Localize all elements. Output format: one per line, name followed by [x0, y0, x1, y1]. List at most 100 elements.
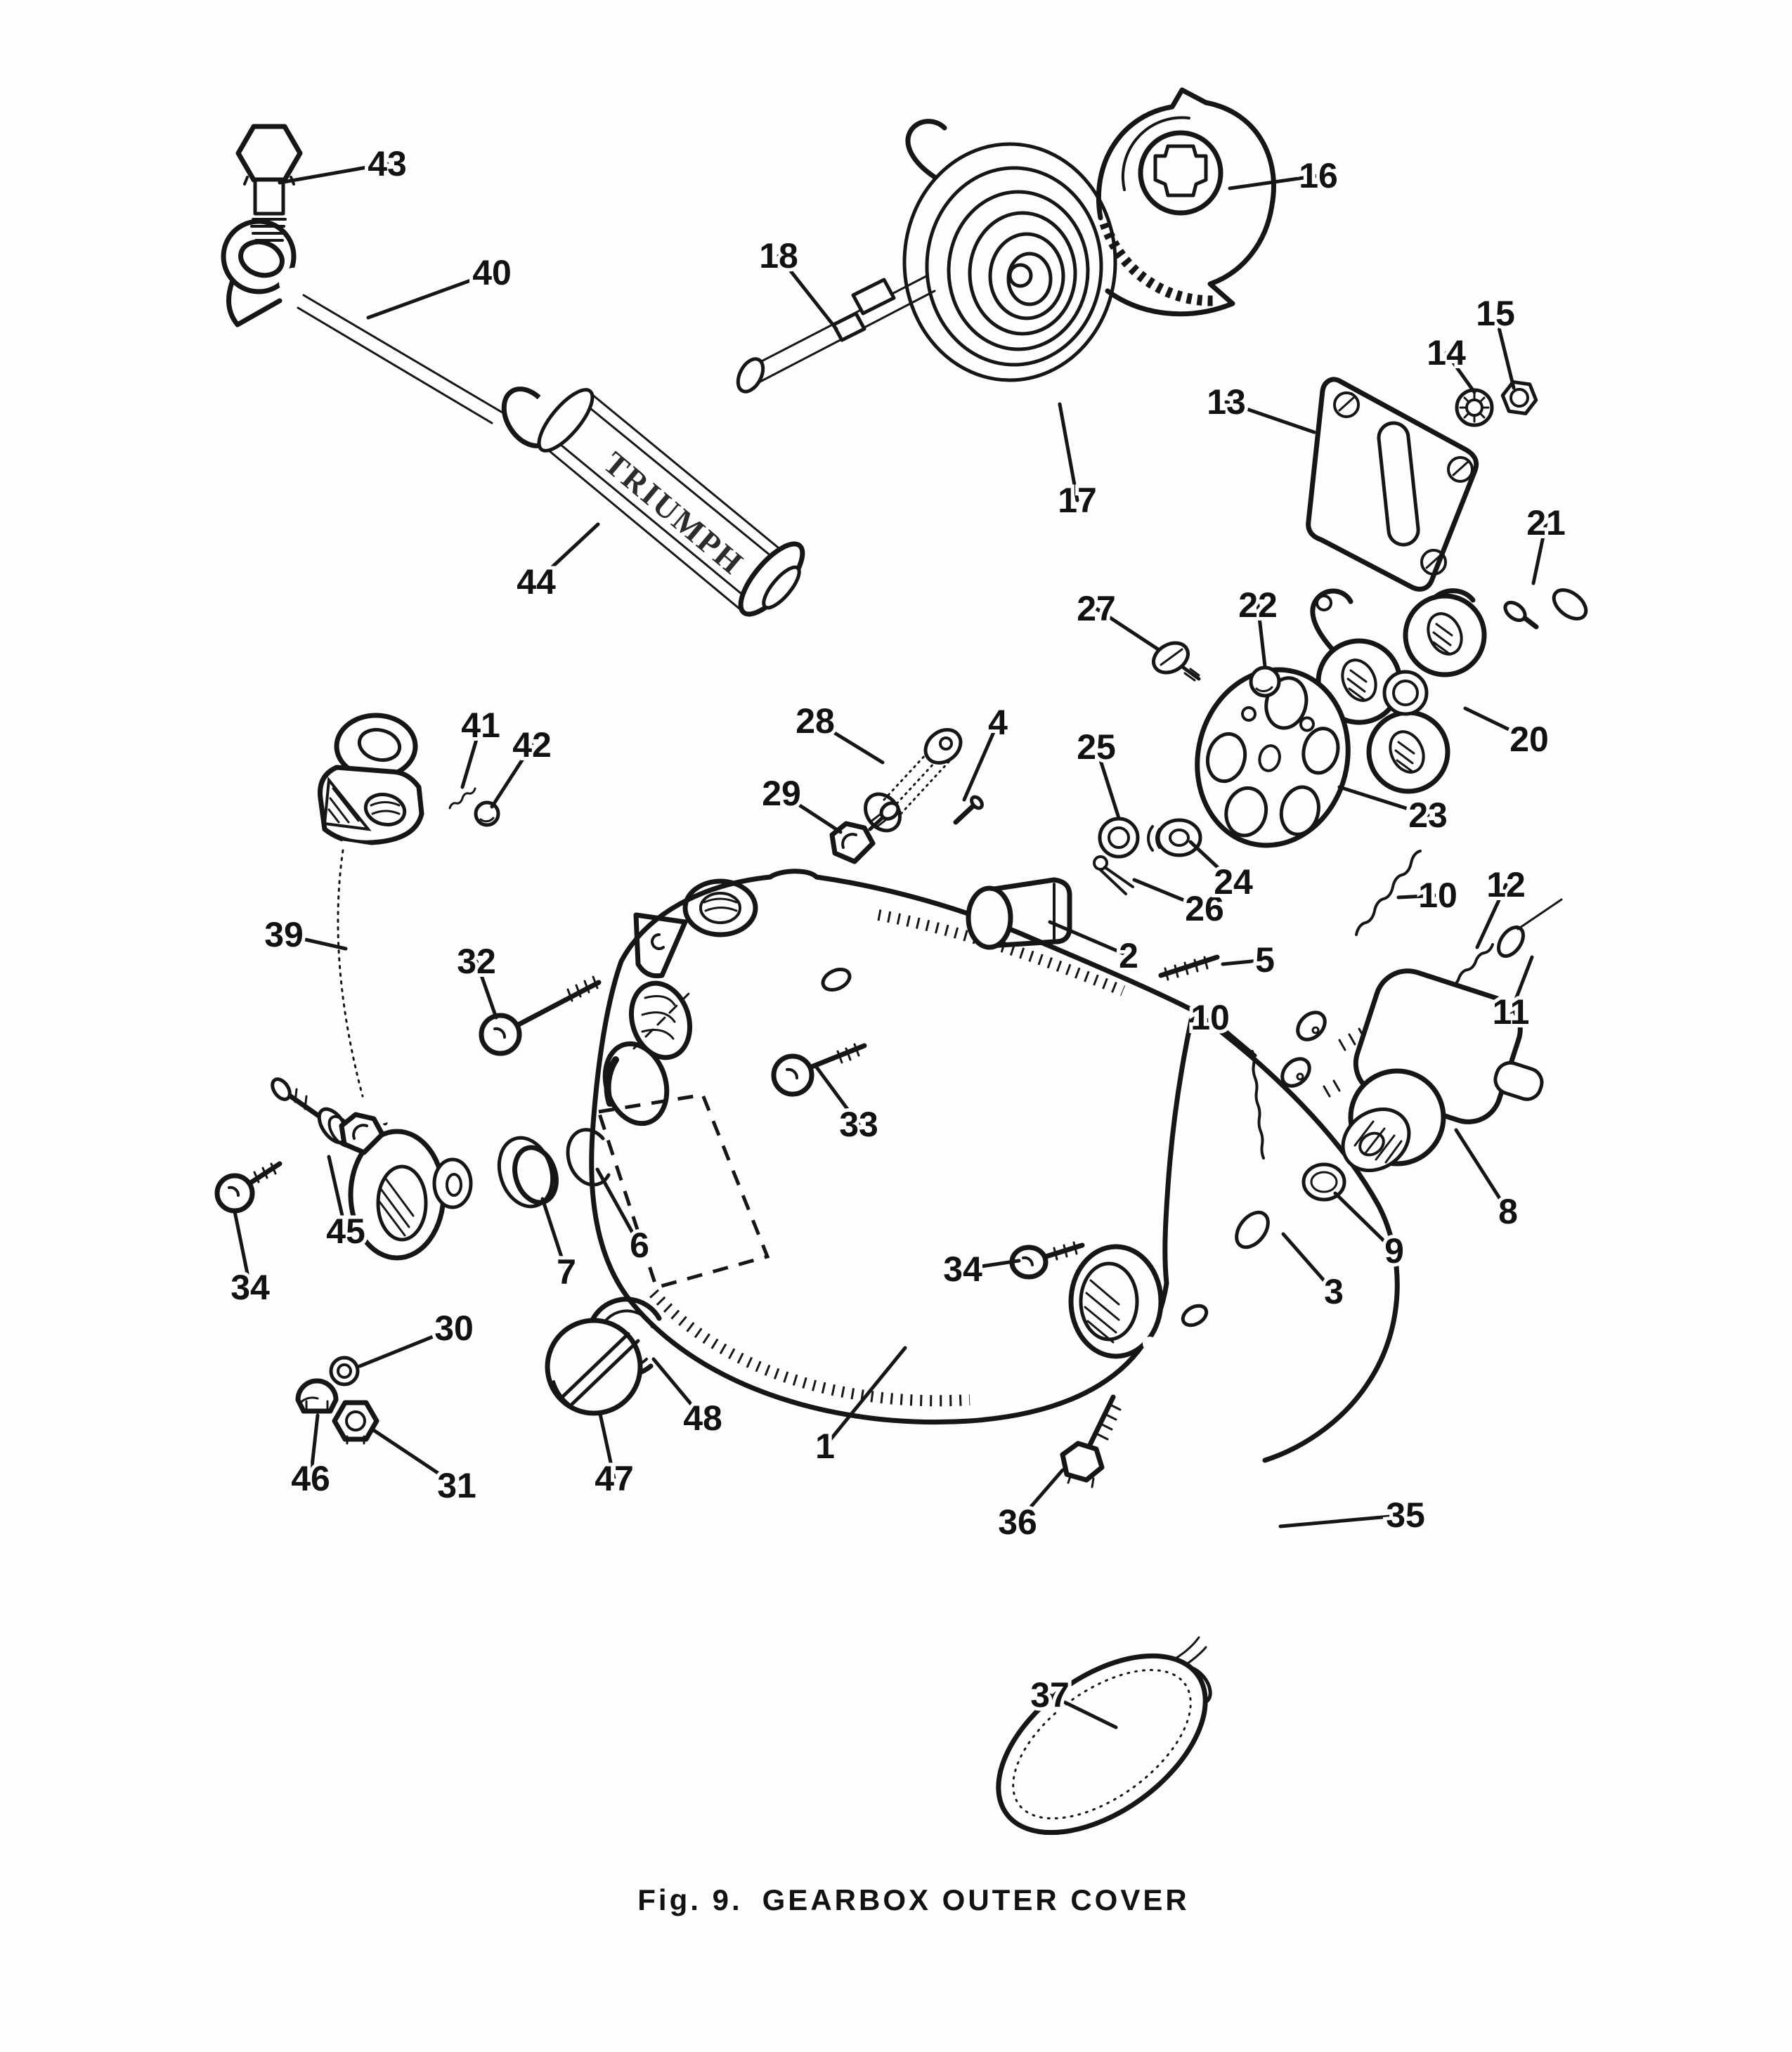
- leader-line-14: [1444, 351, 1476, 394]
- callout-12: 12: [1486, 865, 1526, 904]
- callout-22: 22: [1238, 585, 1278, 625]
- part-9-oring: [1301, 1162, 1346, 1202]
- leader-line-23: [1337, 785, 1430, 817]
- callout-11: 11: [1493, 992, 1530, 1032]
- callout-7: 7: [557, 1252, 576, 1292]
- callout-34: 34: [943, 1249, 982, 1289]
- part-20-trefoil-plate: [1310, 588, 1487, 794]
- callout-42: 42: [512, 725, 552, 765]
- part-26-split-pin: [1093, 855, 1134, 895]
- leader-line-21: [1531, 521, 1548, 585]
- leader-line-44: [534, 522, 600, 584]
- trefoil-holes: [1341, 612, 1463, 774]
- callout-16: 16: [1299, 156, 1338, 195]
- part-32-screw: [479, 975, 602, 1056]
- part-30-washer: [329, 1356, 360, 1387]
- part-46-acorn-nut: [295, 1378, 339, 1414]
- callout-10: 10: [1418, 876, 1457, 915]
- part-31-nut: [332, 1400, 379, 1445]
- leader-line-32: [474, 959, 498, 1020]
- leader-line-9: [1333, 1191, 1396, 1253]
- leader-line-17: [1058, 402, 1079, 502]
- part-10-spring-upper: [1355, 850, 1422, 936]
- part-21-pivot-bolt: [1503, 567, 1588, 630]
- leader-line-10: [1396, 893, 1440, 900]
- part-22-ball: [1249, 665, 1281, 698]
- part-2-bushing: [966, 877, 1072, 950]
- cover-bottom-hatching: [649, 1289, 970, 1407]
- callout-17: 17: [1058, 481, 1097, 520]
- leader-line-40: [366, 271, 494, 320]
- leader-line-15: [1493, 311, 1516, 390]
- leader-line-13: [1224, 400, 1316, 434]
- callout-35: 35: [1386, 1495, 1425, 1535]
- leader-line-12: [1475, 883, 1508, 949]
- callout-5: 5: [1255, 940, 1275, 980]
- callout-10: 10: [1190, 998, 1230, 1037]
- part-6-circlip: [566, 1128, 611, 1187]
- leader-line-30: [358, 1326, 456, 1368]
- callout-14: 14: [1427, 333, 1466, 372]
- part-43-bolt: [235, 124, 303, 242]
- part-14-washer: [1455, 388, 1494, 427]
- part-17-return-spring: [902, 119, 1117, 382]
- cover-hidden-outline: [596, 1093, 770, 1290]
- leader-line-48: [651, 1357, 705, 1420]
- part-35-kickstart-lever: [1068, 1244, 1266, 1706]
- leader-line-1: [823, 1346, 907, 1448]
- leader-line-27: [1094, 606, 1160, 651]
- part-39-gear-lever: [317, 713, 473, 1261]
- cover-threaded-bore: [628, 980, 693, 1060]
- part-44-grip: TRIUMPH: [531, 385, 805, 618]
- part-37-pedal-rubber: [996, 1653, 1208, 1836]
- callout-29: 29: [762, 774, 801, 813]
- callout-21: 21: [1526, 503, 1566, 543]
- callout-9: 9: [1384, 1231, 1404, 1271]
- callout-41: 41: [461, 706, 500, 745]
- part-4-pin: [953, 795, 984, 825]
- callout-40: 40: [472, 253, 512, 292]
- part-3-bushing: [1235, 1185, 1306, 1249]
- leader-line-8: [1454, 1128, 1510, 1214]
- leader-line-26: [1132, 878, 1207, 911]
- callout-3: 3: [1324, 1272, 1344, 1311]
- callout-36: 36: [998, 1502, 1037, 1542]
- callout-34: 34: [231, 1268, 270, 1307]
- leader-line-37: [1048, 1693, 1118, 1729]
- leader-line-28: [813, 719, 885, 765]
- part-33-screw: [771, 1043, 867, 1097]
- callout-31: 31: [437, 1466, 476, 1505]
- leader-line-31: [370, 1427, 459, 1488]
- leader-line-36: [1015, 1468, 1065, 1524]
- part-13-stop-plate: [1306, 377, 1479, 592]
- leader-line-22: [1256, 603, 1267, 668]
- leader-line-29: [779, 791, 843, 834]
- part-10-spring-lower: [1251, 1050, 1265, 1160]
- part-40-lever: [221, 219, 556, 448]
- leader-line-42: [490, 743, 534, 809]
- callout-23: 23: [1408, 796, 1448, 835]
- leader-line-7: [540, 1197, 569, 1274]
- part-18-spindle: [736, 269, 944, 394]
- plate-screw-holes: [1333, 391, 1474, 576]
- figure-caption: Fig. 9. GEARBOX OUTER COVER: [637, 1883, 1189, 1916]
- figure-caption-title: GEARBOX OUTER COVER: [762, 1883, 1190, 1916]
- callout-8: 8: [1498, 1192, 1518, 1231]
- callout-30: 30: [434, 1309, 474, 1348]
- part-41-spring: [448, 787, 476, 810]
- leader-line-43: [278, 162, 389, 185]
- part-24-spring-washer: [1147, 818, 1202, 857]
- part-16-quadrant: [1096, 87, 1276, 317]
- callout-39: 39: [264, 915, 304, 954]
- leader-line-3: [1281, 1232, 1336, 1294]
- part-8-plunger-body: [1280, 968, 1544, 1173]
- leader-line-11: [1509, 955, 1534, 1014]
- part-25-washer: [1098, 817, 1140, 859]
- leader-line-39: [282, 933, 348, 951]
- leader-line-47: [598, 1412, 616, 1481]
- figure-caption-prefix: Fig. 9.: [637, 1883, 742, 1916]
- cover-screw-boss: [633, 912, 688, 979]
- leader-line-33: [813, 1063, 861, 1126]
